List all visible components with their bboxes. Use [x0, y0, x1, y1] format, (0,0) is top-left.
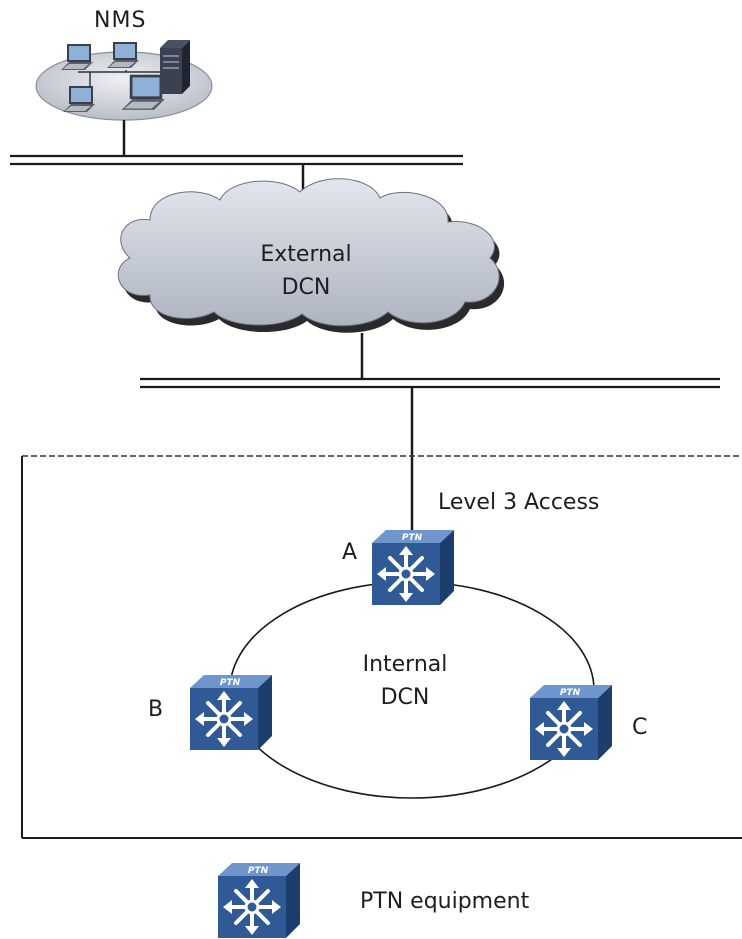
internal-dcn-label-line1: Internal: [362, 652, 448, 677]
node-c-label: C: [632, 715, 648, 740]
legend-label: PTN equipment: [360, 889, 530, 914]
lower-bus: [140, 377, 720, 389]
node-c-icon: [528, 683, 614, 762]
upper-bus: [10, 154, 463, 166]
node-a-icon: [370, 528, 456, 607]
cloud-icon: [117, 178, 505, 333]
access-network-box: [21, 455, 742, 839]
external-dcn-label-line1: External: [260, 242, 352, 267]
node-b-label: B: [148, 697, 164, 722]
legend-ptn-icon: [216, 861, 302, 939]
node-b-icon: [188, 673, 274, 752]
external-dcn-label-line2: DCN: [281, 275, 331, 300]
nms-icon: [35, 40, 213, 121]
internal-dcn-label-line2: DCN: [380, 685, 430, 710]
nms-label: NMS: [94, 8, 147, 33]
access-level-label: Level 3 Access: [438, 490, 600, 515]
node-a-label: A: [342, 540, 358, 565]
